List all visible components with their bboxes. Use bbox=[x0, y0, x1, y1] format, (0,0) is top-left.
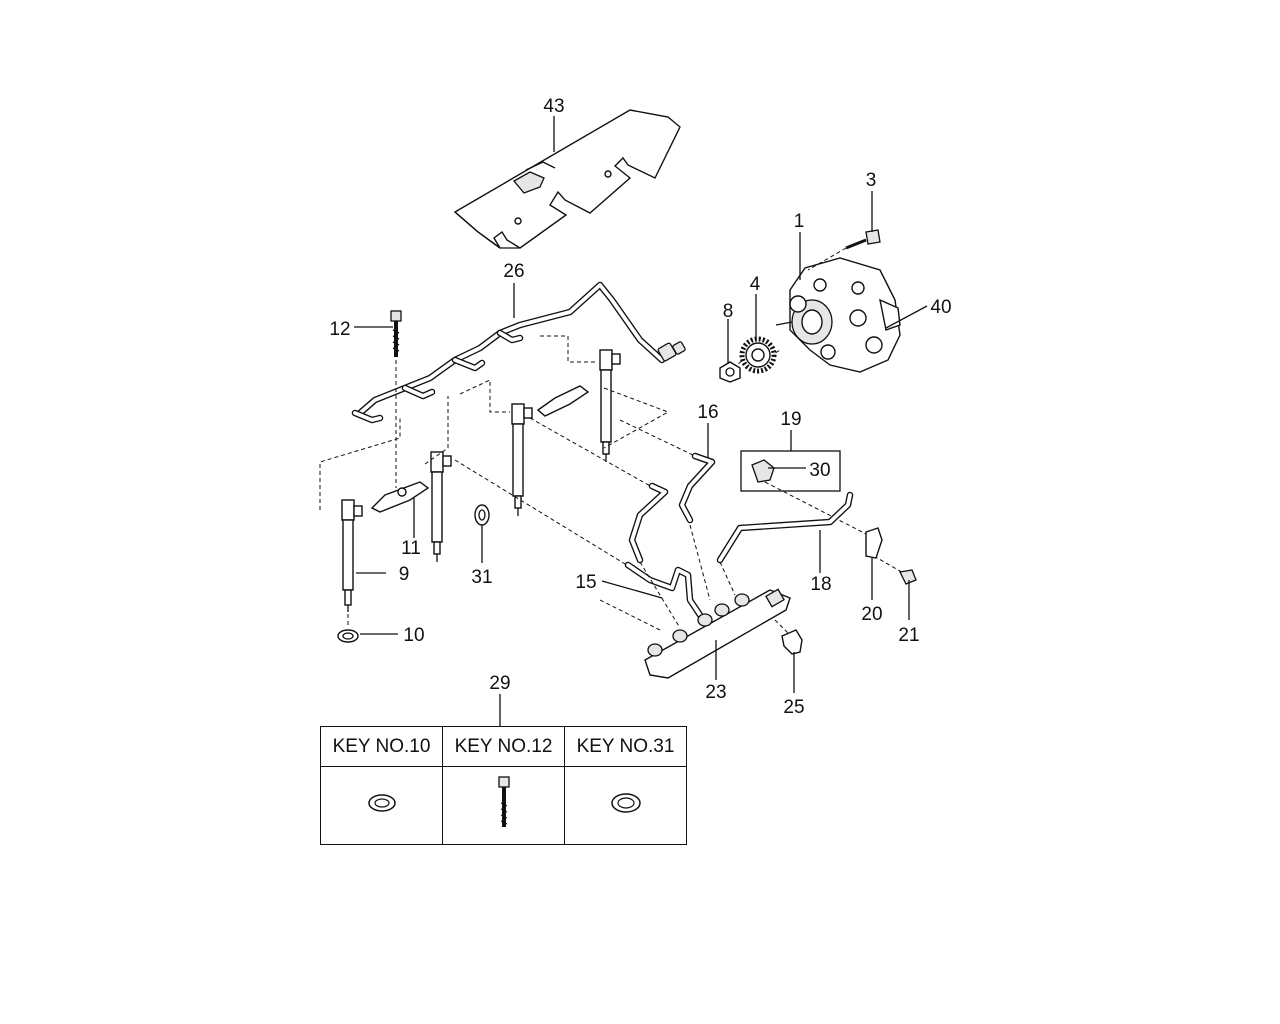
key-table-header-row: KEY NO.10 KEY NO.12 KEY NO.31 bbox=[320, 726, 687, 767]
bolt-3-part bbox=[807, 229, 881, 271]
bolt-12-part bbox=[390, 310, 402, 488]
callout-18: 18 bbox=[810, 574, 831, 595]
key-header-12: KEY NO.12 bbox=[442, 726, 565, 767]
callout-16: 16 bbox=[697, 402, 718, 423]
callout-29: 29 bbox=[489, 673, 510, 694]
callout-19: 19 bbox=[780, 409, 801, 430]
callout-21: 21 bbox=[898, 625, 919, 646]
callout-20: 20 bbox=[861, 604, 882, 625]
callout-25: 25 bbox=[783, 697, 804, 718]
key-cell-31 bbox=[564, 766, 687, 845]
injector-9-part bbox=[341, 499, 363, 628]
key-header-10: KEY NO.10 bbox=[320, 726, 443, 767]
seal-ring-10-part bbox=[337, 629, 359, 643]
callout-26: 26 bbox=[503, 261, 524, 282]
callout-30: 30 bbox=[809, 460, 830, 481]
washer-31-part bbox=[474, 504, 490, 526]
callout-10: 10 bbox=[403, 625, 424, 646]
nut-8-part bbox=[719, 361, 741, 383]
key-cell-12 bbox=[442, 766, 565, 845]
callout-3: 3 bbox=[866, 170, 877, 191]
key-header-31: KEY NO.31 bbox=[564, 726, 687, 767]
bolt-icon bbox=[497, 776, 510, 827]
bolt-25-part bbox=[781, 629, 803, 655]
callout-labels: 43 26 12 1 3 4 8 40 19 30 16 11 9 10 31 … bbox=[329, 96, 951, 718]
callout-12: 12 bbox=[329, 319, 350, 340]
callout-43: 43 bbox=[543, 96, 564, 117]
clamp-11-part bbox=[370, 481, 430, 513]
injection-pipes-part bbox=[624, 452, 854, 629]
injector-2-part bbox=[430, 451, 452, 562]
key-parts-table: KEY NO.10 KEY NO.12 KEY NO.31 bbox=[320, 726, 687, 845]
injector-3-part bbox=[511, 385, 590, 516]
callout-23: 23 bbox=[705, 682, 726, 703]
washer-icon bbox=[610, 793, 641, 813]
injector-4-part bbox=[599, 349, 621, 462]
hp-pump-1-part bbox=[775, 257, 901, 373]
callout-40: 40 bbox=[930, 297, 951, 318]
leader-lines bbox=[354, 116, 928, 726]
bracket-20-part bbox=[865, 527, 917, 585]
gear-4-part bbox=[739, 336, 777, 374]
callout-31: 31 bbox=[471, 567, 492, 588]
common-rail-23-part bbox=[644, 588, 791, 679]
callout-15: 15 bbox=[575, 572, 596, 593]
key-table-icon-row bbox=[320, 766, 687, 845]
engine-cover-part bbox=[453, 109, 681, 249]
callout-1: 1 bbox=[794, 211, 805, 232]
parts-artwork bbox=[319, 109, 917, 679]
callout-9: 9 bbox=[399, 564, 410, 585]
assembly-dash-lines bbox=[319, 335, 906, 639]
return-hose-part bbox=[351, 281, 686, 424]
callout-11: 11 bbox=[401, 538, 421, 559]
seal-ring-icon bbox=[367, 794, 396, 812]
callout-8: 8 bbox=[723, 301, 734, 322]
callout-4: 4 bbox=[750, 274, 761, 295]
key-cell-10 bbox=[320, 766, 443, 845]
